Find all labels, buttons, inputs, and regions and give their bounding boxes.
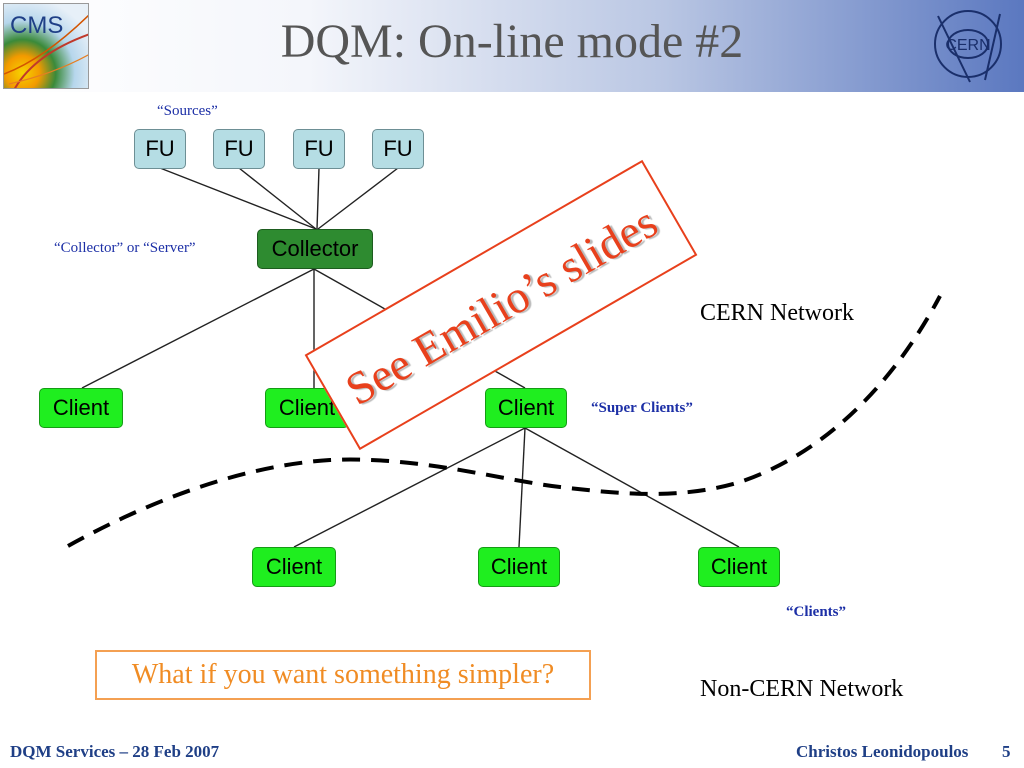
question-box: What if you want something simpler? [95,650,591,700]
client-node: Client [698,547,780,587]
connector-fu1-collector [159,167,317,230]
connector-superclient-client3 [524,427,740,548]
title-bar [0,0,1024,92]
super-client-node: Client [265,388,349,428]
slide-title: DQM: On-line mode #2 [280,15,744,68]
cms-logo-graphic [4,14,88,88]
cern-logo-text: CERN [945,37,990,54]
client-node: Client [252,547,336,587]
connector-collector-client1 [81,268,315,389]
fu-node: FU [293,129,345,169]
cms-logo-text: CMS [10,12,64,39]
fu-node: FU [372,129,424,169]
connector-fu4-collector [317,167,399,230]
non-cern-network-label: Non-CERN Network [700,676,904,702]
footer-author: Christos Leonidopoulos [796,742,969,761]
cern-logo: CERN [934,10,1002,83]
network-boundary-line [67,295,942,548]
fu-node: FU [213,129,265,169]
clients-label: “Clients” [786,604,846,620]
cern-network-label: CERN Network [700,300,854,326]
super-client-node: Client [39,388,123,428]
cms-logo: CMS [3,3,89,89]
page-number: 5 [1002,742,1011,761]
sources-label: “Sources” [157,103,218,119]
connector-fu3-collector [316,167,320,230]
connector-superclient-client2 [518,427,526,548]
collector-server-label: “Collector” or “Server” [54,240,196,256]
client-node: Client [478,547,560,587]
fu-node: FU [134,129,186,169]
super-client-node: Client [485,388,567,428]
super-clients-label: “Super Clients” [591,400,693,416]
connector-fu2-collector [238,167,317,230]
collector-node: Collector [257,229,373,269]
connector-superclient-client1 [293,427,526,548]
footer-left: DQM Services – 28 Feb 2007 [10,742,220,761]
